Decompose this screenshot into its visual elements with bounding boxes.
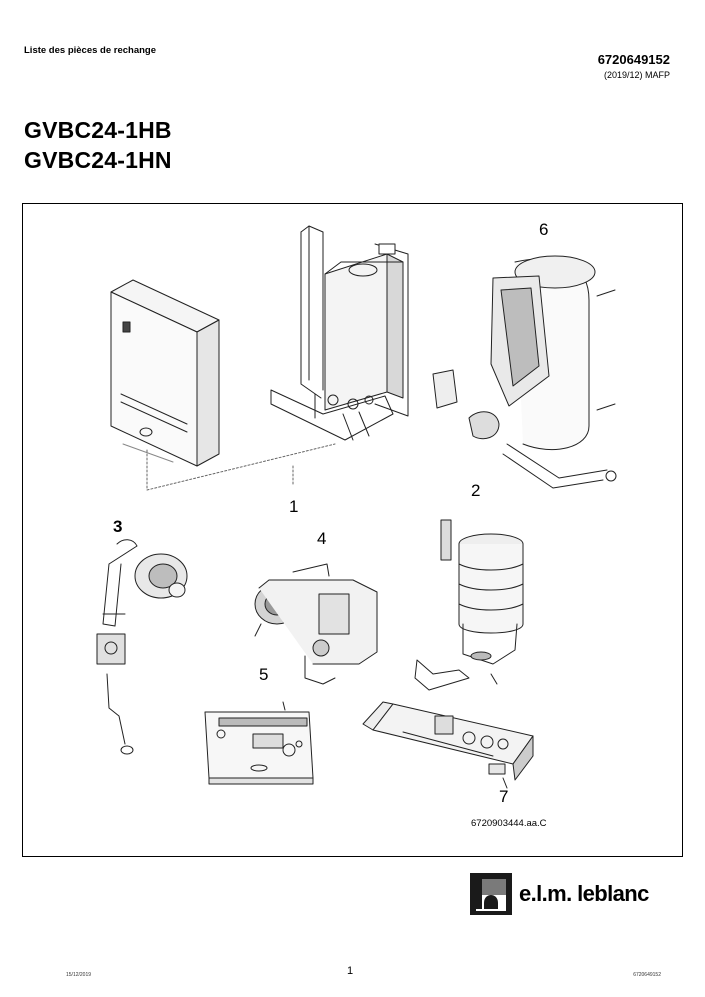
heat-exchanger-drawing <box>414 519 524 691</box>
part-number-4: 4 <box>317 529 327 548</box>
hydraulic-manifold-drawing <box>362 701 534 789</box>
part-number-1: 1 <box>289 497 299 516</box>
brand-logo: e.l.m. leblanc <box>470 873 670 919</box>
exploded-view-illustration <box>96 225 617 789</box>
leader-lines <box>146 443 336 491</box>
footer-doc-ref: 6720649152 <box>633 972 661 978</box>
document-id-block: 6720649152 (2019/12) MAFP <box>598 52 670 80</box>
model-title-1: GVBC24-1HB <box>24 117 172 143</box>
document-number: 6720649152 <box>597 52 670 67</box>
chassis-drawing <box>270 225 409 441</box>
part-number-3: 3 <box>113 517 123 536</box>
part-number-7: 7 <box>499 787 509 806</box>
image-reference: 6720903444.aa.C <box>471 818 547 829</box>
exploded-view-frame: 1 2 3 4 5 6 7 6720903444.aa.C <box>22 203 683 857</box>
page-number: 1 <box>347 965 354 977</box>
logo-flame-icon <box>476 879 506 911</box>
document-type: Liste des pièces de rechange <box>24 45 157 56</box>
model-titles: GVBC24-1HB GVBC24-1HN <box>24 115 172 175</box>
brand-logo-mark <box>470 873 512 915</box>
gas-valve-fan-drawing <box>96 539 188 755</box>
model-title-2: GVBC24-1HN <box>24 147 172 173</box>
part-number-5: 5 <box>259 665 269 684</box>
part-number-6: 6 <box>539 220 549 239</box>
tank-assembly-drawing <box>432 255 617 489</box>
pump-assembly-drawing <box>254 563 378 685</box>
document-revision: (2019/12) MAFP <box>603 70 670 80</box>
front-casing-drawing <box>110 279 220 467</box>
footer-date: 15/12/2019 <box>66 972 92 978</box>
control-panel-drawing <box>204 701 314 785</box>
brand-name: e.l.m. leblanc <box>519 881 649 906</box>
part-number-2: 2 <box>471 481 481 500</box>
